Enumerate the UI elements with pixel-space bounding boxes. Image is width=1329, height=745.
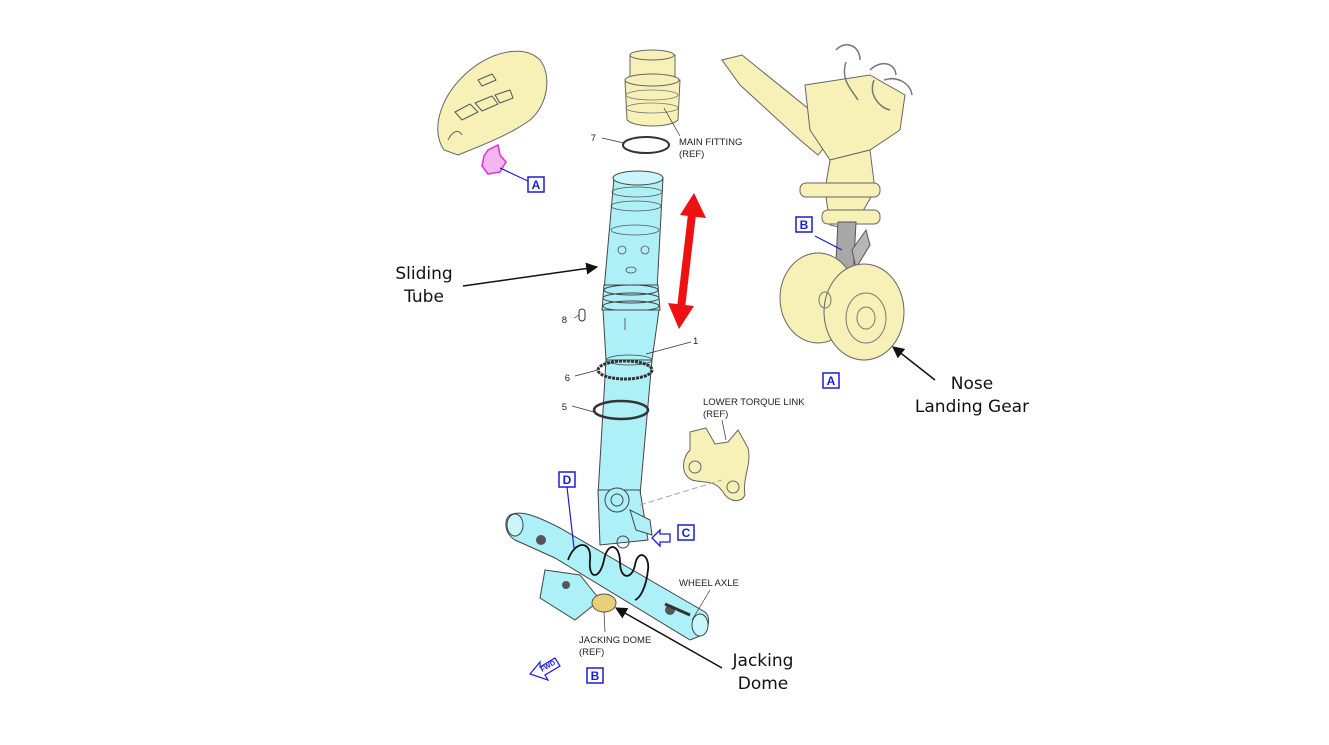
view-ref-a-gear: A [822,372,840,389]
sliding-tube-illustration [597,170,664,549]
view-ref-c: C [651,524,695,548]
annotation-sliding-tube: Sliding Tube [395,262,599,307]
main-fitting-illustration [624,49,681,137]
ring-part-5 [592,399,650,421]
nose-landing-gear-illustration [721,44,913,361]
annotation-jacking-dome: Jacking Dome [614,607,794,694]
svg-text:Tube: Tube [403,287,444,307]
bungee-spring [567,544,650,601]
view-ref-b-gear: B [795,216,813,233]
svg-text:D: D [563,473,572,487]
svg-text:Jacking: Jacking [732,651,794,671]
wheel-axle-illustration [505,512,710,641]
svg-text:Sliding: Sliding [395,264,452,284]
jacking-dome-part [591,593,617,613]
ring-part-6 [596,359,654,381]
callout-part-1: 1 [693,336,698,347]
svg-text:A: A [827,374,836,388]
svg-text:Dome: Dome [738,674,789,694]
aircraft-nose-illustration [437,50,548,183]
callout-wheel-axle: WHEEL AXLE [679,578,739,589]
view-ref-b-bottom: B [586,667,604,684]
callout-main-fitting-1: MAIN FITTING [679,137,742,148]
svg-text:C: C [682,526,691,540]
seal-ring-part-7 [622,136,670,154]
svg-text:B: B [800,218,809,232]
annotation-nose-landing-gear: Nose Landing Gear [892,346,1029,417]
fwd-direction-arrow-icon: FWD [528,657,561,682]
callout-lower-torque-link-1: LOWER TORQUE LINK [703,397,805,408]
nose-gear-bay-highlight [481,143,507,175]
pin-part-8 [578,308,586,322]
callout-part-8: 8 [562,315,567,326]
callout-part-7: 7 [591,133,596,144]
view-c-arrow-icon [651,528,671,548]
callout-part-6: 6 [565,373,570,384]
callout-main-fitting-2: (REF) [679,149,704,160]
view-ref-a-nose: A [527,176,545,193]
svg-text:Landing Gear: Landing Gear [915,397,1029,417]
svg-text:A: A [532,178,541,192]
vertical-travel-arrow [668,193,706,329]
callout-jacking-dome-2: (REF) [579,647,604,658]
svg-text:Nose: Nose [951,374,993,394]
view-ref-d: D [558,471,576,549]
callout-lower-torque-link-2: (REF) [703,409,728,420]
lower-torque-link-part [683,427,750,502]
callout-jacking-dome-1: JACKING DOME [579,635,651,646]
callout-part-5: 5 [562,402,567,413]
svg-text:B: B [591,669,600,683]
